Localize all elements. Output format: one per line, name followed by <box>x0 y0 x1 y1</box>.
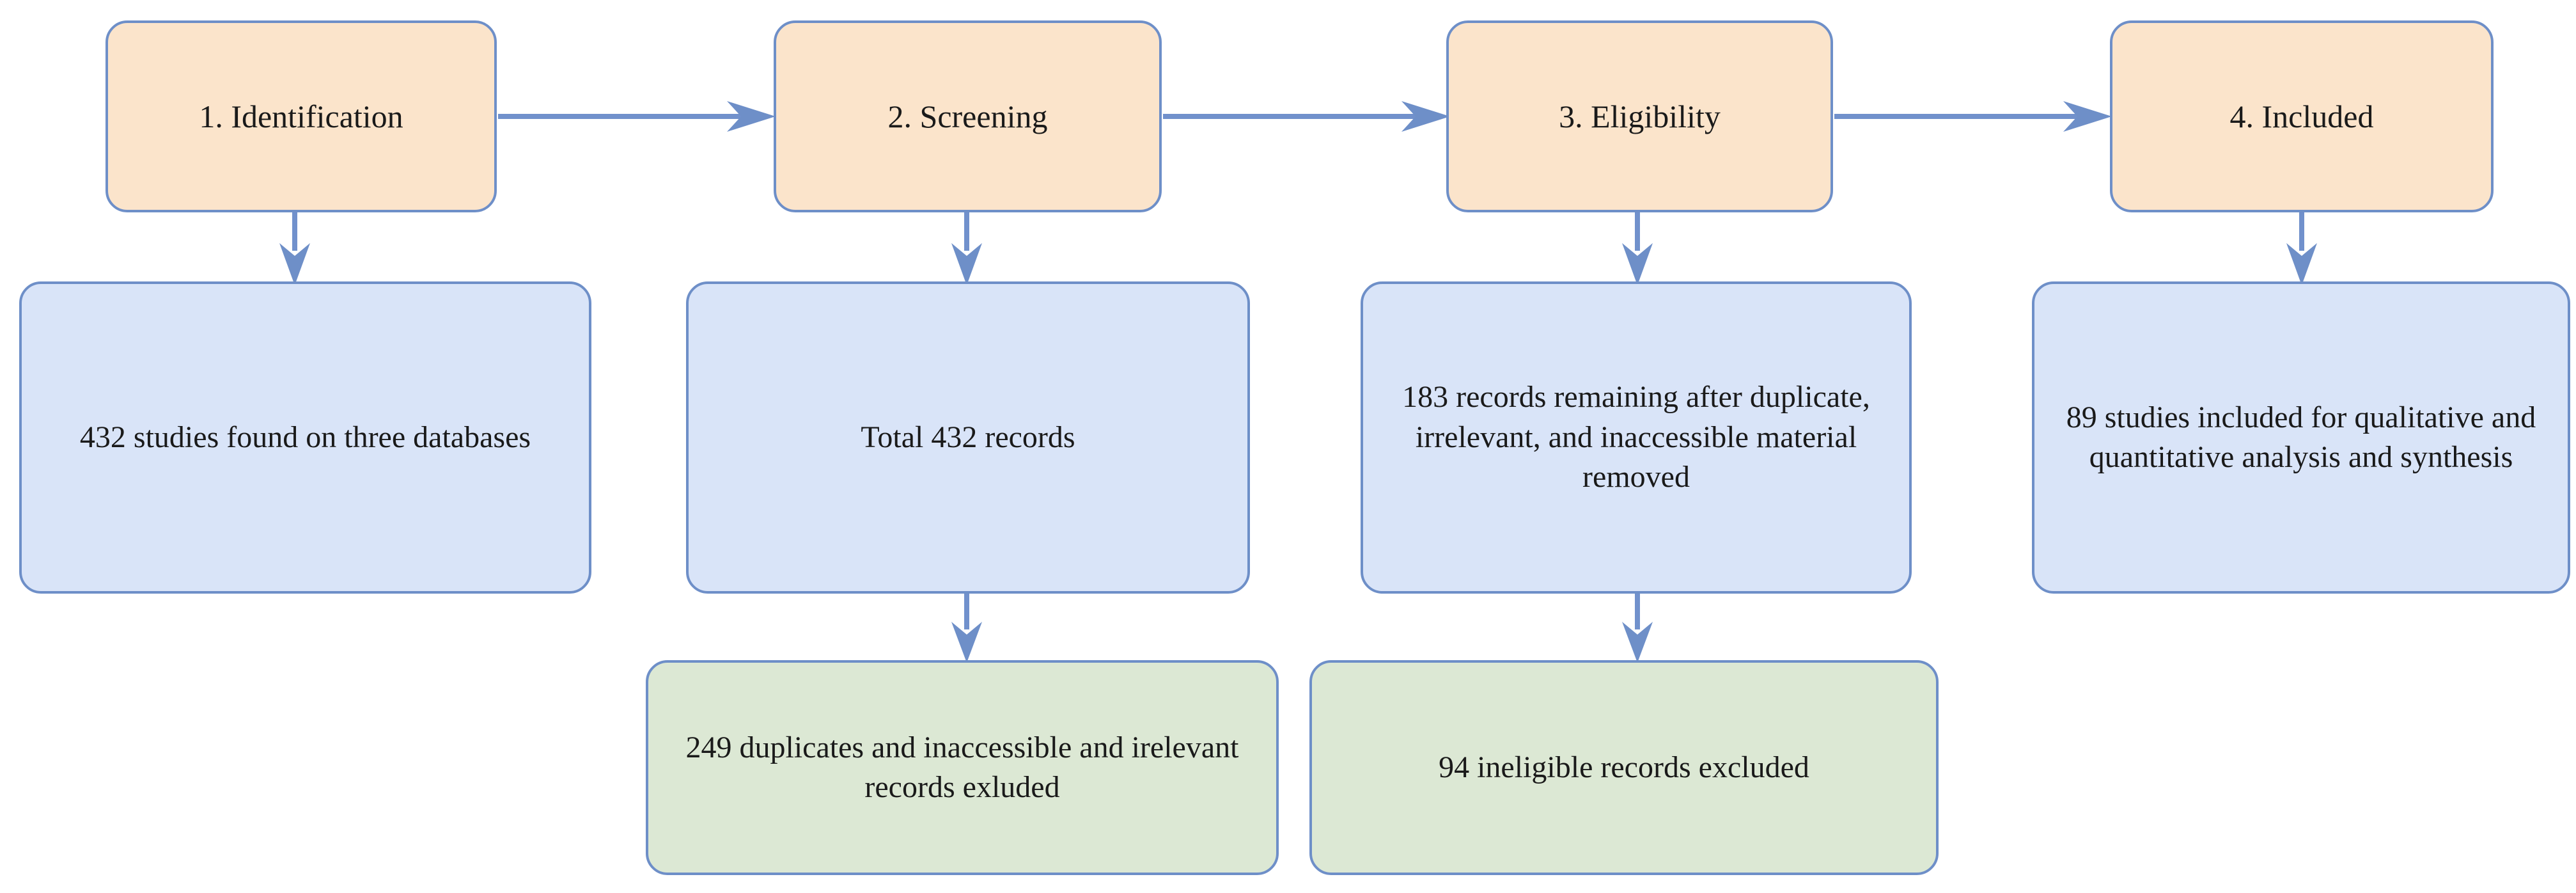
stage-label: 4. Included <box>2229 98 2374 134</box>
connector-screening-to-eligibility <box>1163 101 1450 132</box>
connector-line <box>1635 211 1640 251</box>
connector-line <box>1163 114 1416 119</box>
arrow-head-down-icon <box>1622 622 1653 663</box>
connector-line <box>964 211 969 251</box>
stage-box-eligibility[interactable]: 3. Eligibility <box>1446 20 1833 212</box>
arrow-head-down-icon <box>279 243 310 285</box>
exclusion-label: 249 duplicates and inaccessible and irel… <box>685 730 1239 804</box>
connector-eligibility-to-records-remaining <box>1622 211 1653 285</box>
arrow-head-right-icon <box>1401 101 1450 132</box>
arrow-head-down-icon <box>951 243 982 285</box>
stage-label: 1. Identification <box>199 98 403 134</box>
result-box-records-found[interactable]: 432 studies found on three databases <box>19 281 591 594</box>
connector-screening-to-total-records <box>951 211 982 285</box>
exclusion-label: 94 ineligible records excluded <box>1439 750 1809 784</box>
stage-label: 2. Screening <box>887 98 1048 134</box>
connector-records-remaining-to-ineligible-excluded <box>1622 592 1653 663</box>
stage-box-identification[interactable]: 1. Identification <box>105 20 497 212</box>
connector-line <box>292 211 297 251</box>
result-label: Total 432 records <box>861 420 1075 454</box>
result-label: 432 studies found on three databases <box>79 420 531 454</box>
result-label: 183 records remaining after duplicate, i… <box>1402 380 1870 494</box>
connector-line <box>964 592 969 629</box>
connector-line <box>1635 592 1640 629</box>
arrow-head-down-icon <box>951 622 982 663</box>
connector-identification-to-screening <box>498 101 776 132</box>
arrow-head-right-icon <box>727 101 776 132</box>
exclusion-box-duplicates-excluded[interactable]: 249 duplicates and inaccessible and irel… <box>646 660 1279 875</box>
stage-label: 3. Eligibility <box>1559 98 1721 134</box>
connector-line <box>2299 211 2304 251</box>
connector-line <box>498 114 741 119</box>
connector-included-to-studies-included <box>2286 211 2317 285</box>
result-box-total-records[interactable]: Total 432 records <box>686 281 1250 594</box>
stage-box-screening[interactable]: 2. Screening <box>774 20 1162 212</box>
arrow-head-down-icon <box>2286 243 2317 285</box>
result-box-records-remaining[interactable]: 183 records remaining after duplicate, i… <box>1361 281 1912 594</box>
result-box-studies-included[interactable]: 89 studies included for qualitative and … <box>2032 281 2570 594</box>
arrow-head-down-icon <box>1622 243 1653 285</box>
arrow-head-right-icon <box>2063 101 2112 132</box>
connector-line <box>1834 114 2077 119</box>
exclusion-box-ineligible-excluded[interactable]: 94 ineligible records excluded <box>1309 660 1939 875</box>
stage-box-included[interactable]: 4. Included <box>2110 20 2494 212</box>
connector-eligibility-to-included <box>1834 101 2112 132</box>
connector-total-records-to-duplicates-excluded <box>951 592 982 663</box>
result-label: 89 studies included for qualitative and … <box>2066 400 2536 474</box>
connector-identification-to-records-found <box>279 211 310 285</box>
